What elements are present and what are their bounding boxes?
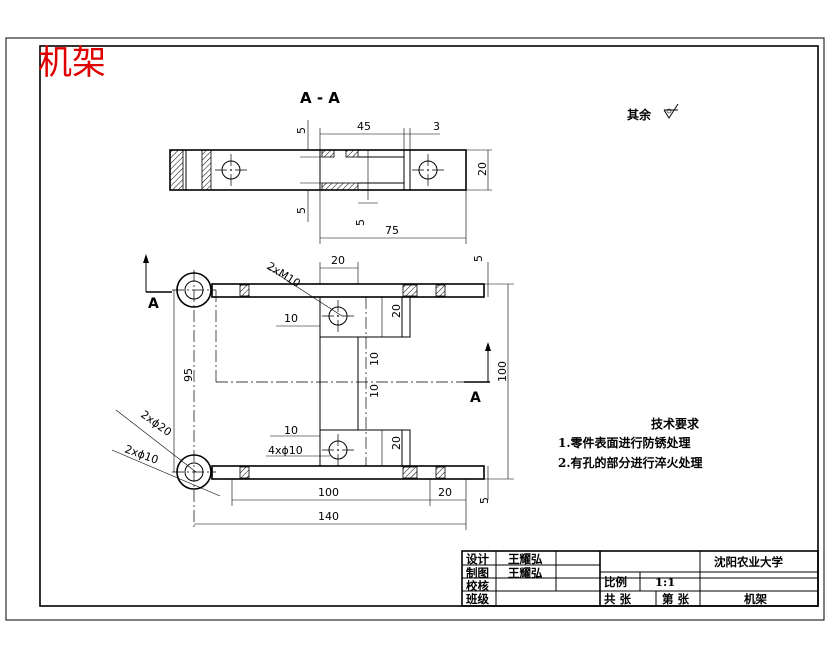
tb-role-review: 班级 xyxy=(466,592,489,606)
roughness-note: 其余 xyxy=(627,103,679,122)
tb-sheets-total: 共 张 xyxy=(604,592,632,606)
dim-20-top: 20 xyxy=(331,254,345,267)
dim-75: 75 xyxy=(385,224,399,237)
dim-5-mid: 5 xyxy=(354,219,367,226)
tb-role-draw: 制图 xyxy=(466,566,489,580)
dim-10-lower: 10 xyxy=(284,424,298,437)
dim-20-right-lower: 20 xyxy=(390,436,403,450)
dim-10-mid-upper: 10 xyxy=(368,352,381,366)
dim-5-bottom-right: 5 xyxy=(478,497,491,504)
tech-item-1: 1.零件表面进行防锈处理 xyxy=(558,435,691,450)
stamp-title: 机架 xyxy=(38,43,106,83)
cut-marker-left: A xyxy=(148,296,159,312)
section-view xyxy=(169,120,492,244)
main-view xyxy=(111,254,514,530)
dim-95: 95 xyxy=(182,368,195,382)
tb-school: 沈阳农业大学 xyxy=(714,555,783,569)
dim-3: 3 xyxy=(433,120,440,133)
dim-5-bottom: 5 xyxy=(295,207,308,214)
outer-border xyxy=(5,37,825,621)
dim-10-upper: 10 xyxy=(284,312,298,325)
section-label: A - A xyxy=(300,89,340,107)
tb-role-check: 校核 xyxy=(466,579,489,593)
inner-border xyxy=(39,45,819,607)
dim-10-mid-lower: 10 xyxy=(368,384,381,398)
cut-marker-right: A xyxy=(470,390,481,406)
dia-20-label: 2xϕ20 xyxy=(138,408,174,439)
dim-100-bottom: 100 xyxy=(318,486,339,499)
dim-20-bottom: 20 xyxy=(438,486,452,499)
tb-part-name: 机架 xyxy=(744,592,767,606)
tb-role-design: 设计 xyxy=(466,552,489,566)
title-block xyxy=(461,550,819,607)
tech-item-2: 2.有孔的部分进行淬火处理 xyxy=(558,455,703,470)
tb-scale-value: 1:1 xyxy=(655,575,675,589)
svg-text:其余: 其余 xyxy=(627,107,652,122)
tech-heading: 技术要求 xyxy=(651,416,700,431)
tb-sheet-no: 第 张 xyxy=(662,592,690,606)
dim-140: 140 xyxy=(318,510,339,523)
tb-drafter: 王耀弘 xyxy=(508,566,543,580)
thread-label: 2xM10 xyxy=(264,260,302,291)
dim-5-top: 5 xyxy=(295,127,308,134)
dim-100-right: 100 xyxy=(496,361,509,382)
dim-20-side: 20 xyxy=(476,162,489,176)
tb-scale-label: 比例 xyxy=(604,575,627,589)
tb-designer: 王耀弘 xyxy=(508,552,543,566)
hole-label-4: 4xϕ10 xyxy=(268,444,303,457)
dim-45: 45 xyxy=(357,120,371,133)
dim-5-top-right: 5 xyxy=(472,255,485,262)
dim-20-right-upper: 20 xyxy=(390,304,403,318)
dia-10-label: 2xϕ10 xyxy=(123,443,160,467)
